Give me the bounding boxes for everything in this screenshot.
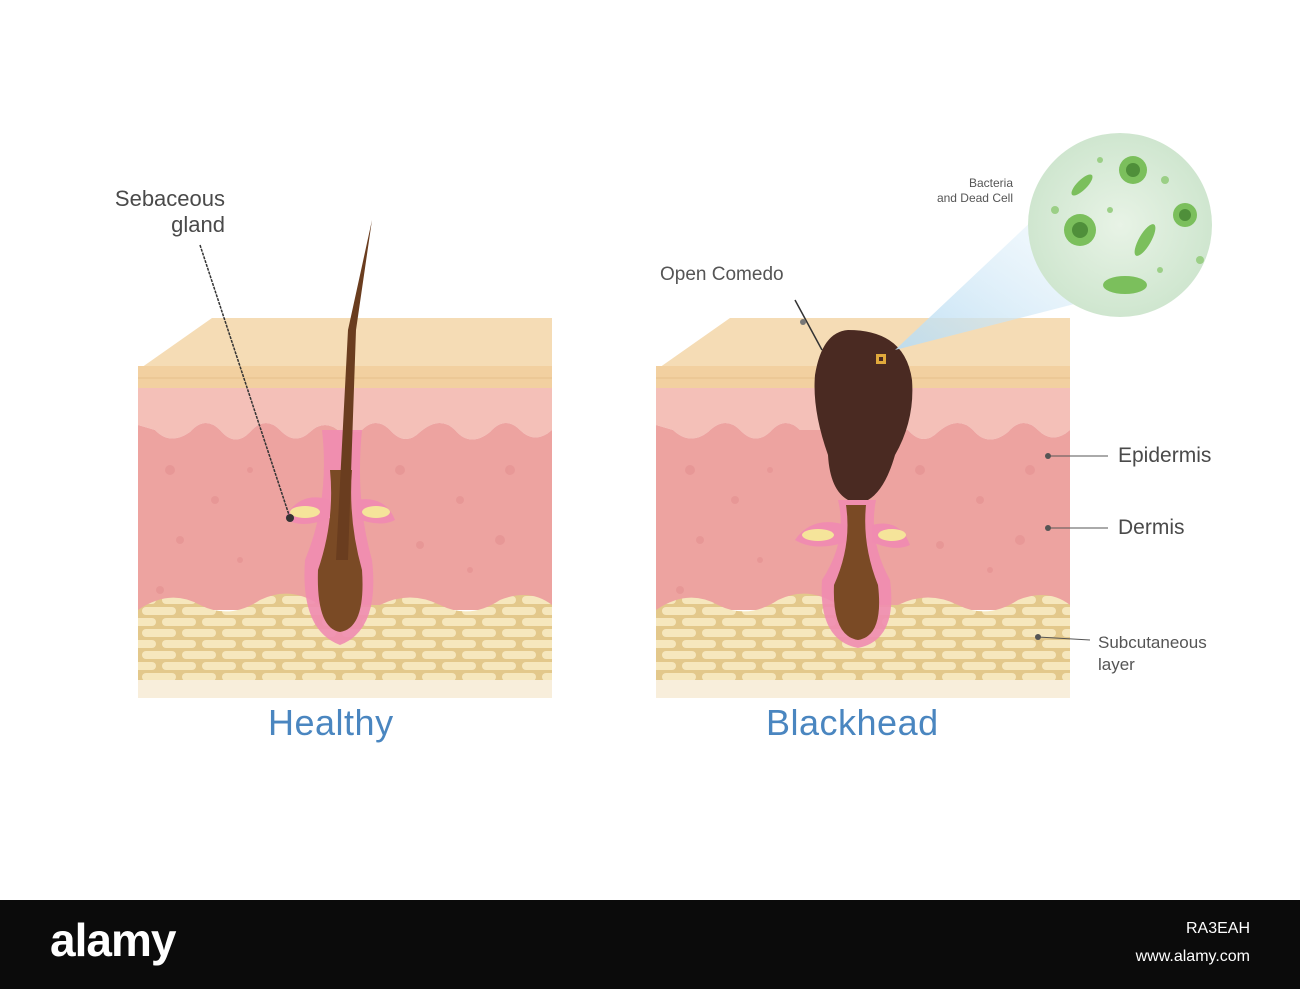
comedo-plug xyxy=(814,330,913,500)
open-comedo-pointer xyxy=(794,299,823,351)
image-id: RA3EAH xyxy=(1185,920,1250,937)
footer-bar xyxy=(0,900,1300,989)
hair-bulb xyxy=(833,505,880,640)
hair-shaft xyxy=(336,220,372,560)
healthy-skin-block xyxy=(138,220,552,698)
blackhead-skin-block xyxy=(656,133,1212,698)
bacteria-label: Bacteria and Dead Cell xyxy=(936,176,1013,205)
subcutaneous-label: Subcutaneous layer xyxy=(1098,633,1207,674)
caption-healthy: Healthy xyxy=(268,702,394,743)
bacteria-cells xyxy=(1051,156,1204,294)
subcutaneous-pointer xyxy=(1037,636,1091,641)
open-comedo-label: Open Comedo xyxy=(660,264,784,285)
dermis-label: Dermis xyxy=(1118,516,1185,539)
sebaceous-gland-label: Sebaceous gland xyxy=(114,186,225,237)
skin-diagram xyxy=(138,133,1212,698)
skin-surface-top xyxy=(138,318,552,370)
caption-blackhead: Blackhead xyxy=(766,702,939,743)
brand-logo: alamy xyxy=(50,914,176,966)
stratum-corneum xyxy=(138,366,552,388)
site-url: www.alamy.com xyxy=(1135,948,1250,965)
epidermis-label: Epidermis xyxy=(1118,444,1212,467)
